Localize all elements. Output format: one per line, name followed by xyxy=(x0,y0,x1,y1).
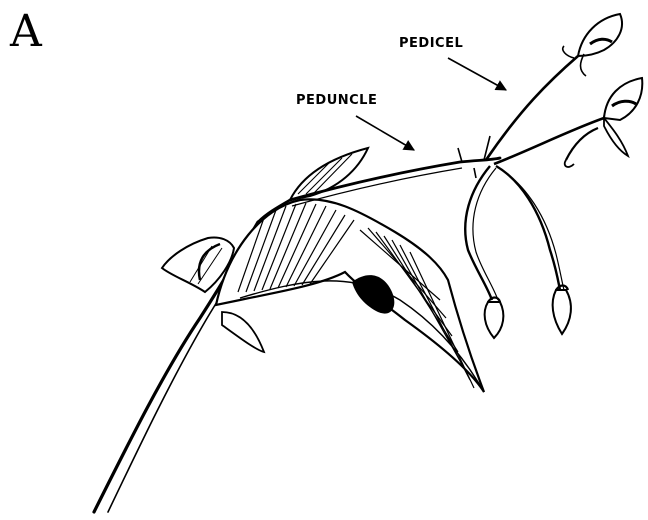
bract-upper xyxy=(290,148,368,200)
peduncle-label: PEDUNCLE xyxy=(296,93,377,108)
flower-bud-hanging-left xyxy=(485,298,504,339)
pedicels-hanging xyxy=(465,166,564,300)
panel-label: A xyxy=(10,8,42,56)
pedicel-arrow xyxy=(448,58,506,90)
small-leaf-lower xyxy=(222,312,264,352)
peduncle-arrow xyxy=(356,116,414,150)
flower-right xyxy=(565,78,643,167)
large-leaf xyxy=(216,199,484,392)
flower-bud-top xyxy=(563,14,622,76)
flower-bud-hanging-right xyxy=(553,286,571,335)
pedicels-upper xyxy=(486,56,604,164)
pedicel-label: PEDICEL xyxy=(399,36,463,51)
